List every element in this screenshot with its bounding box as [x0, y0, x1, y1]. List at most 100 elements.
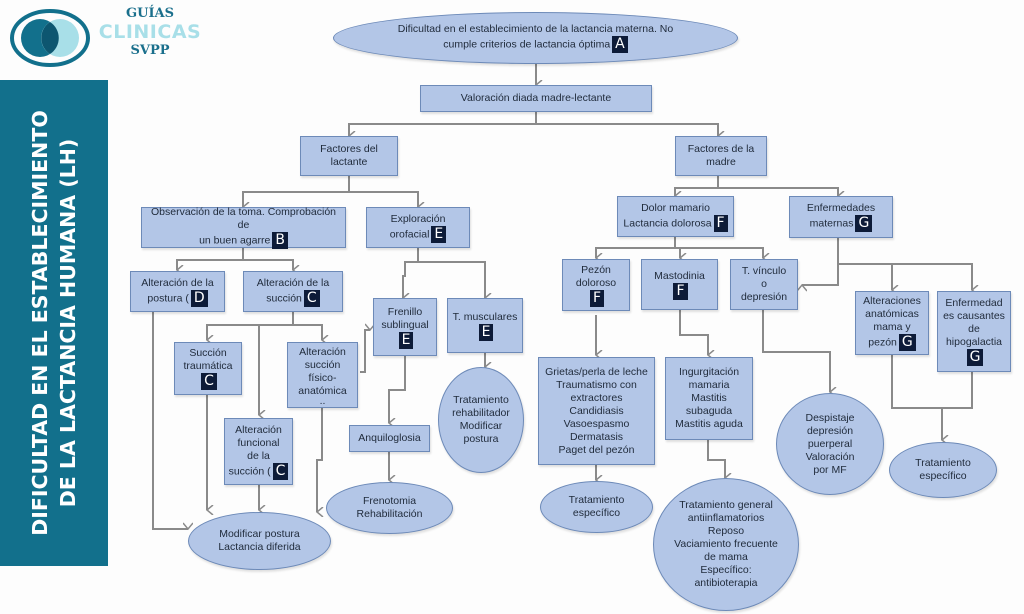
edge-obs-postura: [177, 248, 244, 270]
node-alt-fisico: Alteración succión físico- anatómica ..: [287, 342, 358, 408]
node-alt-anatomicas-line1: Alteraciones: [863, 295, 921, 307]
node-pezon-line2: doloroso: [575, 276, 617, 289]
node-anquiloglosia-label: Anquiloglosia: [358, 432, 421, 444]
node-grietas-line3: extractores: [570, 391, 623, 404]
edge-madre-dolor: [675, 176, 719, 196]
node-mastodinia-label: Mastodinia: [654, 269, 705, 282]
node-tratamiento-general-line7: antibioterapia: [694, 577, 758, 589]
tag-c: C: [201, 373, 217, 390]
node-pezon: Pezón doloroso F: [562, 259, 630, 311]
node-tratamiento-rehab-line3: Modificar: [459, 420, 503, 432]
node-tratamiento-especifico-1-line1: Tratamiento: [568, 494, 625, 506]
node-tratamiento-general: Tratamiento general antiinflamatorios Re…: [653, 478, 799, 611]
node-t-musculares-label: T. musculares: [452, 310, 518, 323]
node-enf-hipogalactia-line1: Enfermedad: [945, 297, 1003, 309]
edge-masto-ingur: [679, 310, 708, 355]
node-alt-funcional-line2: funcional: [237, 436, 280, 449]
edge-dolor-masto: [675, 247, 680, 258]
node-tratamiento-general-line2: antiinflamatorios: [687, 512, 765, 524]
node-mastodinia: Mastodinia F: [641, 259, 718, 310]
svpp-logo: [8, 6, 198, 74]
logo-guias: GUÍAS: [126, 6, 174, 21]
node-alt-anatomicas-line4: pezón: [868, 336, 897, 349]
node-frenotomia-line2: Rehabilitación: [356, 508, 423, 520]
edge-postura-modificar: [152, 312, 188, 529]
node-factores-madre-line1: Factores de la: [687, 143, 755, 155]
node-tratamiento-general-line1: Tratamiento general: [679, 499, 773, 511]
edge-hipo-merge: [942, 372, 973, 409]
node-despistaje-line5: por MF: [813, 463, 847, 476]
tag-f: F: [713, 214, 728, 232]
edge-anat-merge: [891, 355, 942, 409]
node-tratamiento-rehab: Tratamiento rehabilitador Modificar post…: [438, 367, 524, 473]
node-observacion-line1: Observación de la toma. Comprobación de: [150, 206, 336, 231]
node-observacion-line2: un buen agarre: [199, 234, 271, 247]
node-enfermedades-line1: Enfermedades: [806, 202, 876, 214]
edge-lactante-obs: [243, 176, 350, 207]
node-despistaje-line4: Valoración: [805, 450, 855, 463]
node-tratamiento-rehab-line1: Tratamiento: [453, 394, 509, 406]
node-alt-funcional-line1: Alteración: [235, 423, 282, 436]
tag-g: G: [855, 215, 873, 232]
node-grietas-line5: Vasoespasmo: [563, 417, 630, 430]
node-factores-madre-line2: madre: [706, 156, 736, 168]
node-ingurgitacion-line3: Mastitis: [691, 392, 727, 404]
node-despistaje-line3: puerperal: [807, 437, 853, 450]
node-grietas-line2: Traumatismo con: [556, 378, 637, 391]
node-tratamiento-especifico-1: Tratamiento específico: [540, 481, 653, 533]
node-grietas-line6: Dermatasis: [569, 430, 624, 443]
tag-f: F: [673, 282, 688, 300]
node-grietas-line1: Grietas/perla de leche: [545, 365, 648, 378]
logo-wordmark: GUÍAS CLINICAS SVPP: [95, 6, 205, 58]
edge-dolor-pezon: [596, 237, 676, 258]
node-frenillo-line2: sublingual: [381, 318, 429, 331]
node-dolor-line2: Lactancia dolorosa: [623, 216, 712, 229]
node-alt-fisico-line4: anatómica: [298, 385, 347, 397]
node-alt-fisico-line5: ..: [319, 395, 326, 407]
node-factores-lactante: Factores del lactante: [300, 136, 398, 176]
node-despistaje-line1: Despistaje: [805, 411, 855, 424]
node-frenotomia-line1: Frenotomia: [362, 495, 417, 507]
logo-svpp: SVPP: [130, 43, 170, 58]
tag-e: E: [398, 331, 414, 349]
tag-c: C: [272, 462, 289, 480]
node-tratamiento-rehab-line2: rehabilitador: [452, 407, 510, 419]
edge-valoracion-branch: [349, 112, 537, 136]
node-t-musculares: T. musculares E: [447, 298, 523, 353]
node-succion-traumatica-line1: Succión: [189, 347, 227, 359]
node-enfermedades-line2: maternas: [809, 217, 854, 230]
edge-enf-tvinc: [802, 238, 839, 285]
node-exploracion-line1: Exploración: [390, 212, 446, 225]
node-t-vinculo: T. vínculo o depresión: [730, 259, 798, 310]
tag-g: G: [898, 334, 916, 351]
edge-expl-tmusc: [418, 261, 485, 298]
node-tratamiento-rehab-line4: postura: [463, 433, 499, 445]
logo-circles-icon: [10, 9, 90, 67]
node-anquiloglosia: Anquiloglosia: [349, 425, 430, 452]
node-alt-funcional: Alteración funcional de la succión (C: [224, 418, 293, 485]
node-tratamiento-general-line4: Vaciamiento frecuente: [674, 538, 778, 550]
node-tratamiento-especifico-2-line1: Tratamiento: [915, 457, 971, 469]
node-root: Dificultad en el establecimiento de la l…: [333, 12, 738, 64]
node-tratamiento-especifico-2-line2: específico: [919, 470, 967, 482]
node-tratamiento-general-line6: Específico:: [700, 564, 752, 576]
node-alt-funcional-line4: succión (: [228, 464, 271, 477]
node-ingurgitacion-line2: mamaria: [688, 379, 730, 391]
node-root-line1: Dificultad en el establecimiento de la l…: [397, 23, 674, 35]
tag-f: F: [589, 289, 605, 307]
node-alt-fisico-line2: succión: [304, 359, 341, 371]
node-enf-hipogalactia-line2: es causantes: [943, 310, 1005, 322]
node-enf-hipogalactia-line4: hipogalactia: [945, 336, 1003, 348]
node-frenillo-line1: Frenillo: [387, 305, 423, 318]
node-succion-traumatica-line2: traumática: [183, 360, 233, 372]
node-tratamiento-especifico-1-line2: específico: [572, 507, 621, 519]
node-ingurgitacion-line1: Ingurgitación: [678, 366, 740, 378]
edge-dolor-tvinc: [680, 247, 763, 258]
node-despistaje-line2: depresión: [806, 424, 854, 437]
node-grietas-line4: Candidiasis: [569, 404, 624, 417]
tag-b: B: [272, 232, 288, 249]
